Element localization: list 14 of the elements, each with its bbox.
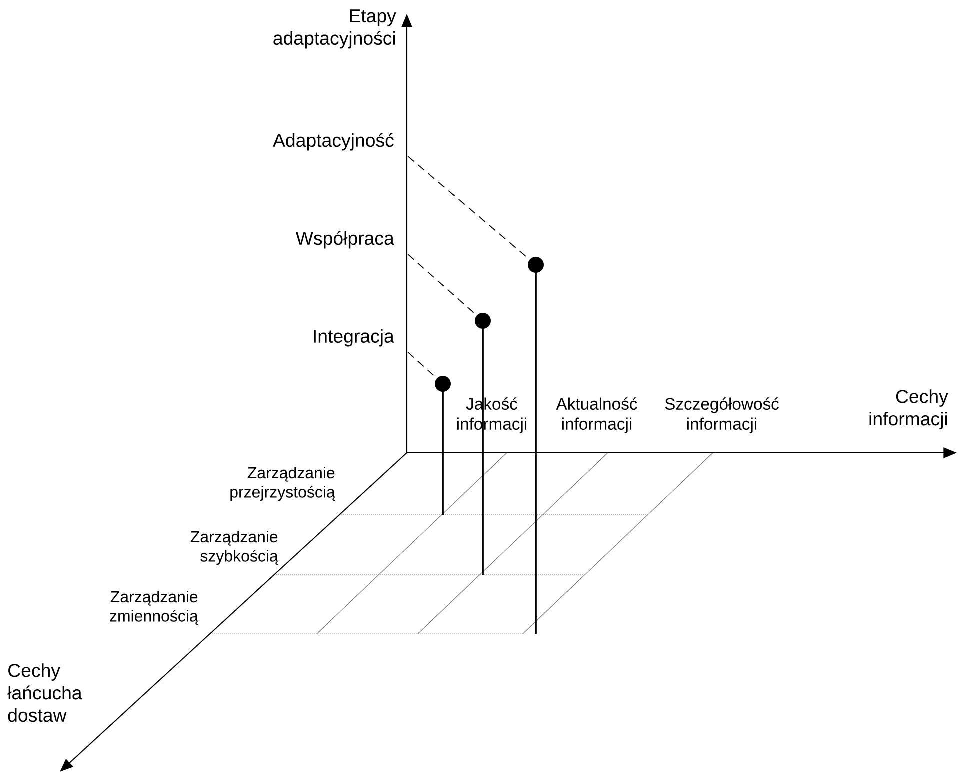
- axis-title: Cechy łańcucha dostaw: [8, 664, 82, 722]
- data-point: [528, 257, 544, 273]
- axis-tick-label: Współpraca: [296, 231, 394, 249]
- axis-title: Etapy adaptacyjności: [274, 10, 396, 49]
- data-point: [475, 313, 491, 329]
- column-label: Aktualność informacji: [556, 398, 638, 434]
- axis-tick-label: Adaptacyjność: [273, 133, 394, 151]
- row-label: Zarządzanie zmiennością: [110, 590, 198, 626]
- axis-title: Cechy informacji: [870, 390, 948, 430]
- column-label: Szczegółowość informacji: [665, 398, 779, 434]
- row-label: Zarządzanie przejrzystością: [230, 466, 336, 502]
- row-label: Zarządzanie szybkością: [190, 530, 278, 566]
- axis-tick-label: Integracja: [314, 329, 394, 347]
- data-point: [435, 376, 451, 392]
